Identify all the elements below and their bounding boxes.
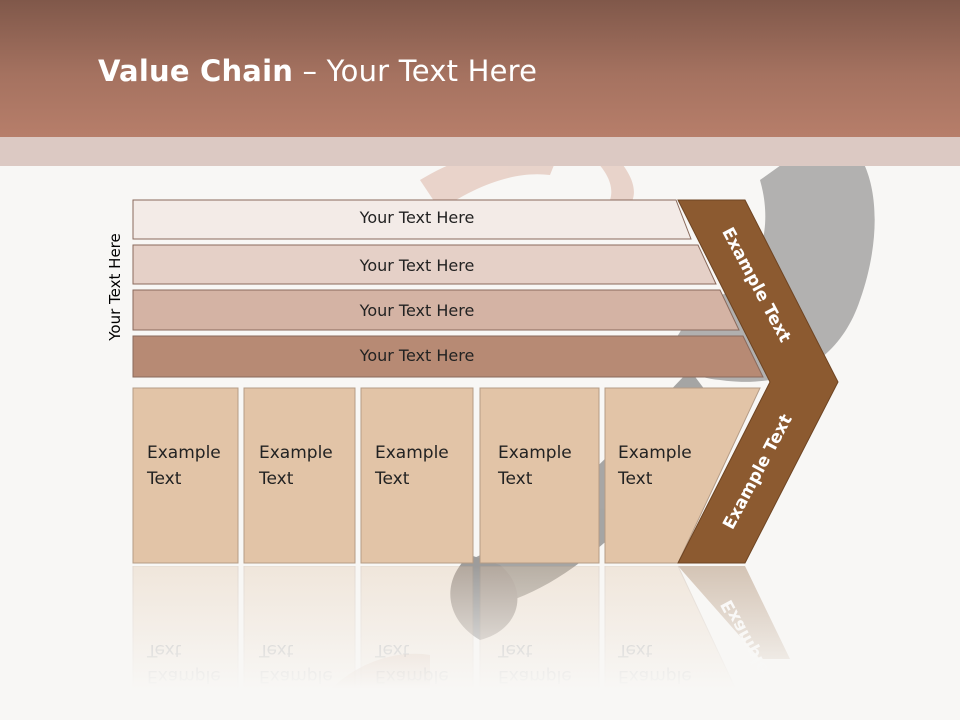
side-label: Your Text Here	[106, 233, 124, 341]
column-text-3: Example Text	[375, 440, 449, 492]
column-text-4: Example Text	[498, 440, 572, 492]
bar-shape-4	[132, 335, 764, 378]
column-text-4-line1: Example	[498, 443, 572, 463]
diagram-reflection: Example Text Example Text Example Text E…	[0, 566, 960, 720]
column-text-2: Example Text	[259, 440, 333, 492]
bar-label-1: Your Text Here	[359, 208, 475, 227]
column-box-1	[132, 387, 239, 564]
column-text-5: Example Text	[618, 440, 692, 492]
column-text-4-line2: Text	[498, 469, 533, 489]
column-text-2-line2: Text	[259, 469, 294, 489]
column-box-3	[360, 387, 474, 564]
column-text-2-line1: Example	[259, 443, 333, 463]
bar-label-4: Your Text Here	[359, 346, 475, 365]
column-text-3-line1: Example	[375, 443, 449, 463]
header-bar	[0, 0, 960, 137]
column-text-5-line1: Example	[618, 443, 692, 463]
header-band	[0, 137, 960, 166]
bar-shape-2	[132, 244, 717, 285]
title-bold: Value Chain	[98, 54, 294, 88]
title-rest: – Your Text Here	[293, 54, 538, 88]
slide-title: Value Chain – Your Text Here	[98, 54, 537, 88]
column-box-4	[479, 387, 600, 564]
chevron-arrow	[677, 199, 839, 564]
column-box-2	[243, 387, 356, 564]
column-text-1-line1: Example	[147, 443, 221, 463]
reflection-fade	[0, 566, 960, 720]
column-text-1-line2: Text	[147, 469, 182, 489]
bar-label-3: Your Text Here	[359, 301, 475, 320]
bar-label-2: Your Text Here	[359, 256, 475, 275]
bar-shape-3	[132, 289, 740, 331]
column-text-5-line2: Text	[618, 469, 653, 489]
column-text-1: Example Text	[147, 440, 221, 492]
column-text-3-line2: Text	[375, 469, 410, 489]
bar-shape-1	[132, 199, 692, 240]
